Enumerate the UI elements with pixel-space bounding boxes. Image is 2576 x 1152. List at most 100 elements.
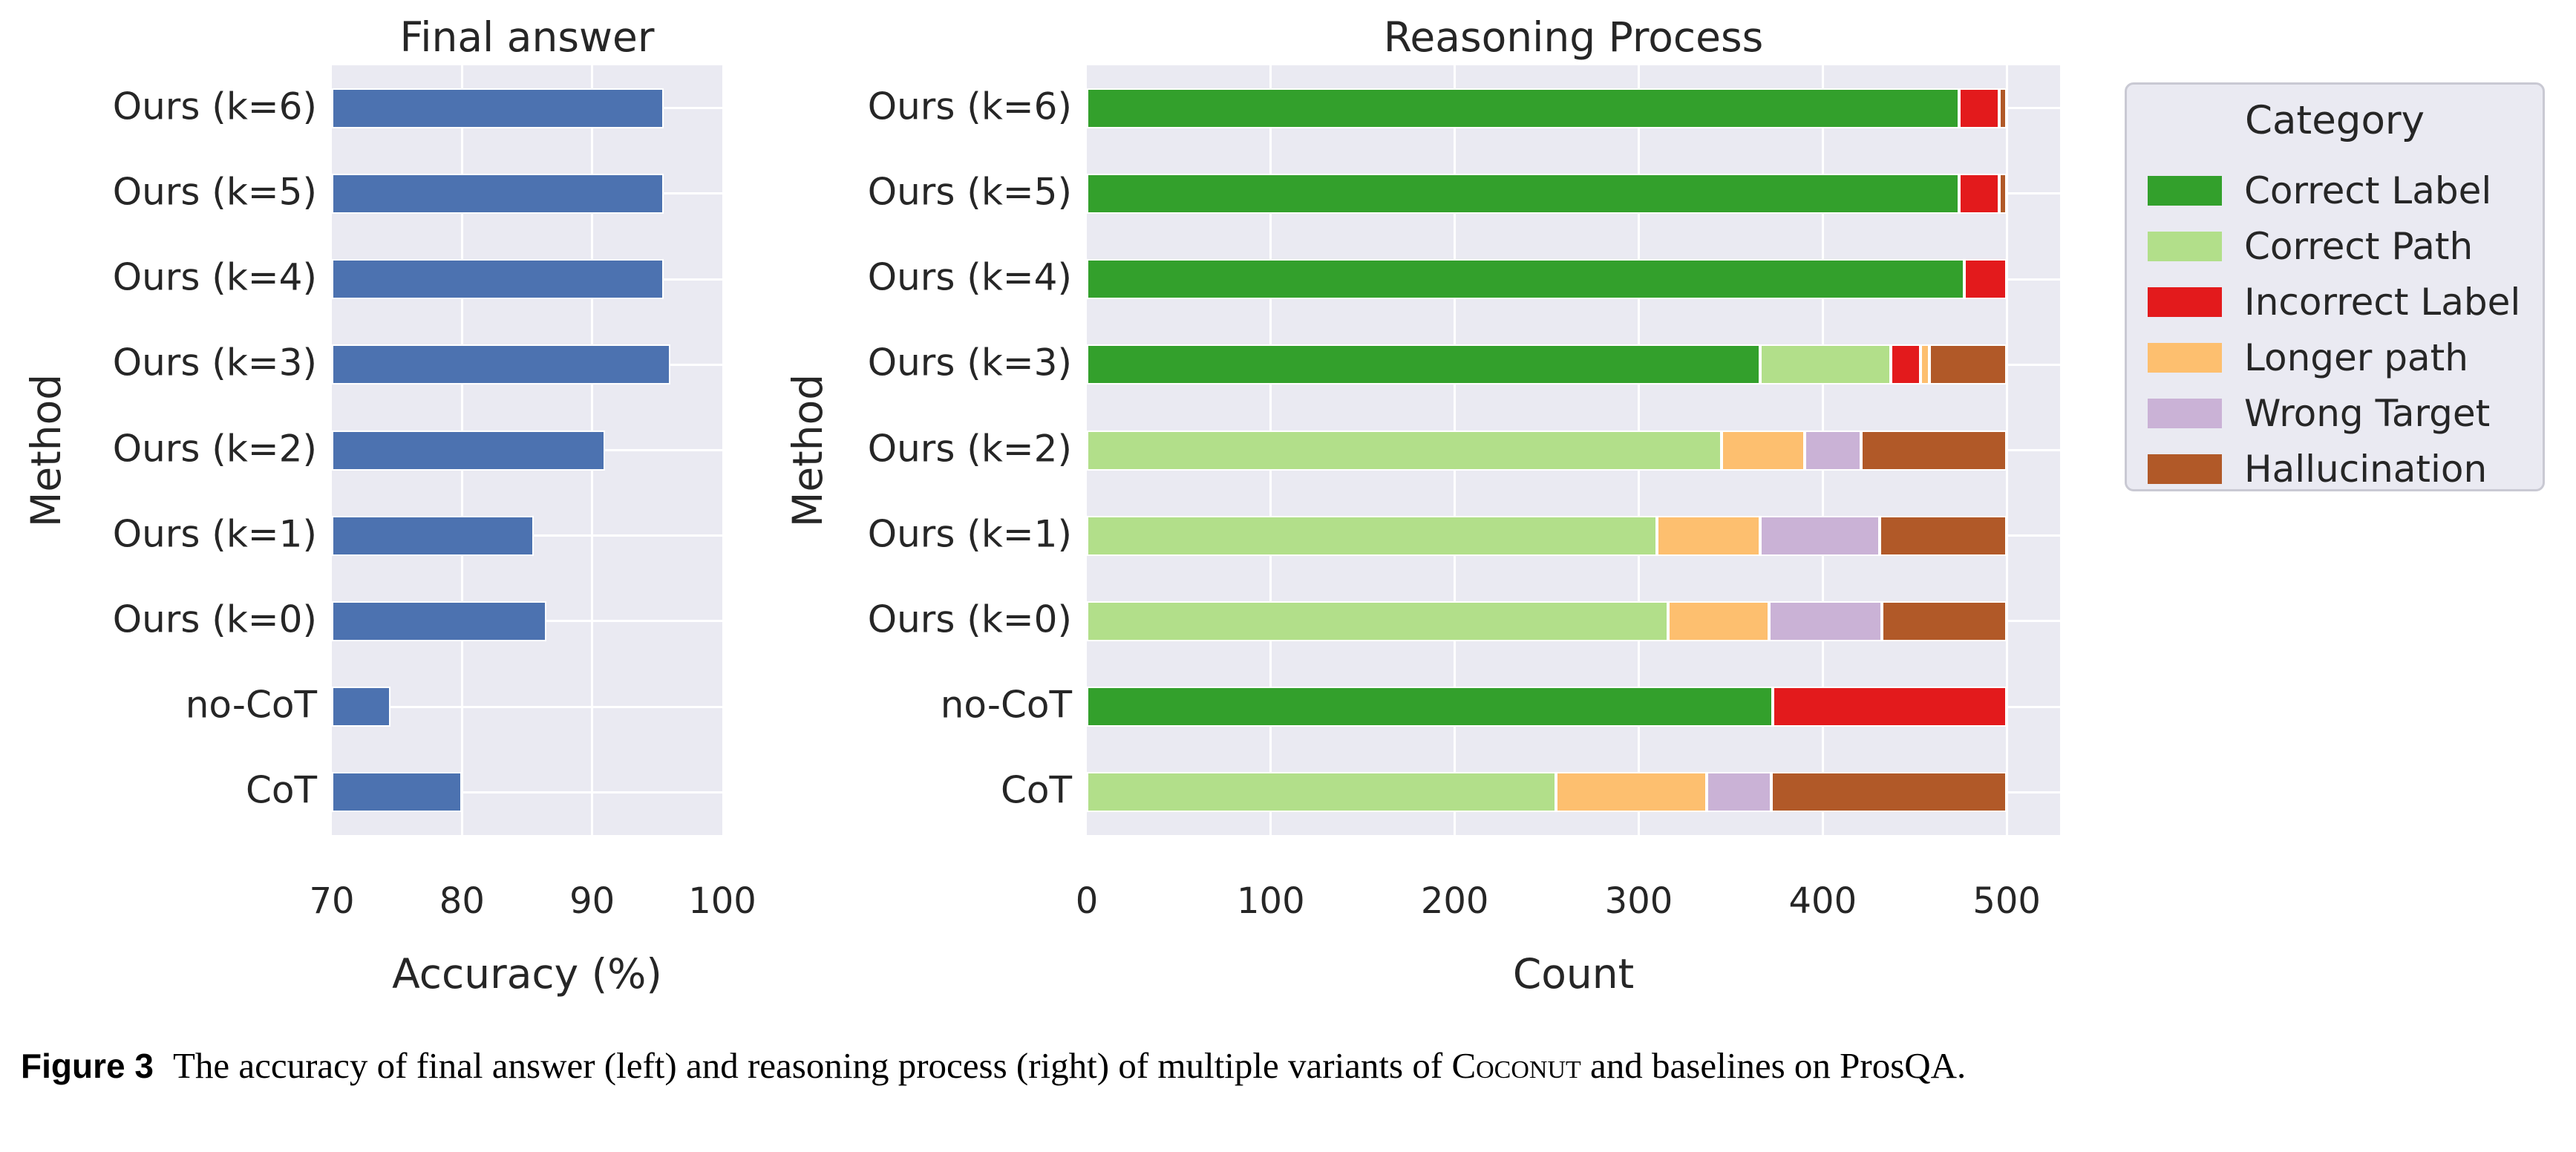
y-tick-label: Ours (k=6) [867, 85, 1072, 128]
bar-segment-correct-path [1087, 772, 1556, 813]
y-tick-label: CoT [245, 769, 317, 813]
legend-swatch [2148, 175, 2222, 206]
legend-entry-label: Incorrect Label [2244, 280, 2521, 324]
gridline-horizontal [332, 705, 722, 708]
bar-segment-correct-path [1760, 344, 1891, 385]
y-tick-label: Ours (k=3) [867, 341, 1072, 384]
x-tick-label: 200 [1420, 880, 1489, 922]
legend-entry-label: Hallucination [2244, 447, 2488, 491]
x-tick-label: 0 [1075, 880, 1099, 922]
bar-segment-longer-path [1668, 600, 1770, 641]
bar-no-cot [332, 687, 390, 727]
bar-segment-wrong-target [1760, 515, 1880, 556]
caption-text-after: and baselines on ProsQA. [1580, 1045, 1967, 1086]
right-x-axis-label: Count [1512, 950, 1635, 998]
bar-segment-correct-path [1087, 430, 1722, 471]
legend-entry-label: Correct Path [2244, 224, 2474, 268]
legend-entry-correct-path: Correct Path [2127, 218, 2543, 274]
bar-segment-correct-label [1087, 173, 1959, 214]
legend-entry-label: Longer path [2244, 336, 2468, 379]
bar-segment-correct-label [1087, 687, 1774, 727]
bar-ours-k-3- [332, 344, 670, 385]
x-tick-label: 90 [569, 880, 615, 922]
x-tick-label: 80 [439, 880, 485, 922]
legend-swatch [2148, 398, 2222, 428]
left-y-axis-label: Method [22, 373, 70, 527]
bar-segment-correct-label [1087, 344, 1761, 385]
x-tick-label: 100 [688, 880, 756, 922]
legend-swatch [2148, 231, 2222, 261]
y-tick-label: Ours (k=0) [112, 598, 317, 641]
y-tick-label: Ours (k=2) [112, 427, 317, 471]
y-tick-label: CoT [1000, 769, 1072, 813]
gridline-vertical [2005, 65, 2008, 835]
y-tick-label: Ours (k=0) [867, 598, 1072, 641]
legend-entry-wrong-target: Wrong Target [2127, 385, 2543, 441]
bar-segment-hallucination [1881, 600, 2007, 641]
bar-segment-incorrect-label [1958, 88, 2000, 128]
bar-ours-k-5- [332, 173, 664, 214]
y-tick-label: Ours (k=5) [112, 170, 317, 214]
bar-segment-hallucination [1929, 344, 2007, 385]
y-tick-label: Ours (k=2) [867, 427, 1072, 471]
left-chart-title: Final answer [399, 13, 655, 61]
y-tick-label: Ours (k=5) [867, 170, 1072, 214]
bar-segment-hallucination [1880, 515, 2007, 556]
bar-segment-correct-label [1087, 259, 1965, 300]
y-tick-label: Ours (k=1) [867, 512, 1072, 556]
bar-segment-hallucination [1999, 173, 2007, 214]
y-tick-label: no-CoT [185, 683, 317, 727]
legend-swatch [2148, 287, 2222, 317]
bar-segment-incorrect-label [1773, 687, 2007, 727]
bar-segment-longer-path [1657, 515, 1761, 556]
bar-segment-incorrect-label [1891, 344, 1920, 385]
x-tick-label: 100 [1237, 880, 1305, 922]
x-tick-label: 300 [1604, 880, 1673, 922]
bar-ours-k-2- [332, 430, 606, 471]
x-tick-label: 400 [1788, 880, 1857, 922]
caption-label: Figure 3 [21, 1047, 154, 1085]
bar-segment-longer-path [1555, 772, 1707, 813]
bar-segment-wrong-target [1769, 600, 1882, 641]
bar-segment-correct-path [1087, 600, 1669, 641]
legend-swatch [2148, 342, 2222, 373]
right-chart-title: Reasoning Process [1383, 13, 1764, 61]
y-tick-label: Ours (k=6) [112, 85, 317, 128]
y-tick-label: Ours (k=3) [112, 341, 317, 384]
y-tick-label: Ours (k=4) [112, 255, 317, 299]
legend-entry-correct-label: Correct Label [2127, 163, 2543, 218]
bar-segment-wrong-target [1804, 430, 1862, 471]
bar-segment-hallucination [1771, 772, 2007, 813]
gridline-horizontal [332, 791, 722, 793]
legend-entry-incorrect-label: Incorrect Label [2127, 274, 2543, 330]
y-tick-label: no-CoT [940, 683, 1072, 727]
x-tick-label: 70 [309, 880, 355, 922]
legend-entry-longer-path: Longer path [2127, 330, 2543, 385]
bar-segment-incorrect-label [1964, 259, 2007, 300]
bar-segment-longer-path [1722, 430, 1805, 471]
bar-cot [332, 772, 462, 813]
caption-text-before: The accuracy of final answer (left) and … [172, 1045, 1452, 1086]
left-x-axis-label: Accuracy (%) [392, 950, 662, 998]
legend-entry-label: Wrong Target [2244, 391, 2491, 435]
bar-ours-k-0- [332, 600, 547, 641]
legend-swatch [2148, 454, 2222, 484]
figure-caption: Figure 3 The accuracy of final answer (le… [21, 1038, 2560, 1094]
final-answer-plot-area [332, 65, 722, 835]
bar-ours-k-6- [332, 88, 664, 128]
y-tick-label: Ours (k=1) [112, 512, 317, 556]
bar-ours-k-4- [332, 259, 664, 300]
bar-segment-incorrect-label [1958, 173, 2000, 214]
bar-segment-longer-path [1920, 344, 1930, 385]
bar-segment-correct-path [1087, 515, 1658, 556]
legend-entry-label: Correct Label [2244, 168, 2492, 212]
x-tick-label: 500 [1972, 880, 2041, 922]
reasoning-process-plot-area [1087, 65, 2060, 835]
caption-brand: Coconut [1451, 1045, 1581, 1086]
legend-title: Category [2244, 98, 2425, 143]
y-tick-label: Ours (k=4) [867, 255, 1072, 299]
bar-segment-wrong-target [1707, 772, 1771, 813]
bar-ours-k-1- [332, 515, 534, 556]
